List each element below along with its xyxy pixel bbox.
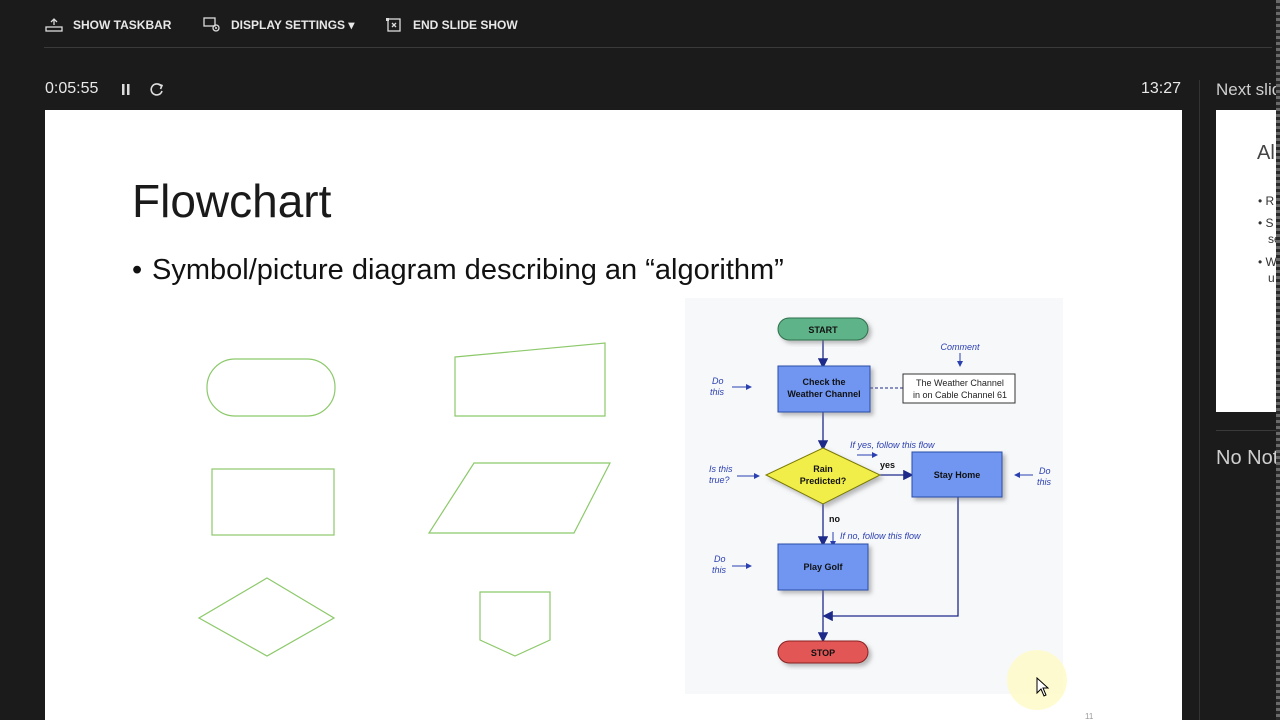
end-show-icon xyxy=(385,17,403,33)
pause-button[interactable] xyxy=(116,80,136,100)
restart-icon xyxy=(150,83,164,96)
anno-do-this-2a: Do xyxy=(1039,466,1051,476)
manual-input-symbol xyxy=(454,342,606,417)
offpage-connector-symbol xyxy=(479,591,551,657)
next-bullet-2-sub: se xyxy=(1268,232,1276,246)
elapsed-timer: 0:05:55 xyxy=(45,80,99,97)
flow-if-no: If no, follow this flow xyxy=(840,531,921,541)
flow-decision-line1: Rain xyxy=(813,464,833,474)
flow-check-weather xyxy=(777,365,871,413)
anno-is-true-a: Is this xyxy=(709,464,733,474)
slide-bullet: • Symbol/picture diagram describing an “a… xyxy=(132,254,784,287)
next-slide-thumbnail[interactable]: Al • R • S se • W u xyxy=(1216,110,1276,412)
mouse-pointer-icon xyxy=(1036,677,1050,697)
end-slide-show-label: END SLIDE SHOW xyxy=(413,18,518,32)
terminal-symbol xyxy=(206,358,336,417)
display-settings-label: DISPLAY SETTINGS ▾ xyxy=(231,18,355,32)
flow-stay-home xyxy=(911,451,1003,498)
flow-comment-box xyxy=(902,373,1016,404)
show-taskbar-button[interactable]: SHOW TASKBAR xyxy=(45,14,171,36)
flow-play-golf-label: Play Golf xyxy=(803,562,843,572)
clock: 13:27 xyxy=(1141,80,1182,97)
flow-comment-line1: The Weather Channel xyxy=(916,378,1004,388)
flow-decision-line2: Predicted? xyxy=(800,476,847,486)
anno-do-this-1b: this xyxy=(710,387,725,397)
flowchart-symbols xyxy=(197,342,611,657)
flow-comment-label: Comment xyxy=(940,342,980,352)
anno-do-this-3a: Do xyxy=(714,554,726,564)
next-slide-title: Al xyxy=(1257,142,1275,164)
flow-decision xyxy=(764,447,882,505)
speaker-notes[interactable]: No Notes xyxy=(1216,447,1280,469)
slide-title: Flowchart xyxy=(132,175,332,227)
decision-symbol xyxy=(197,577,336,657)
flow-yes-label: yes xyxy=(880,460,895,470)
window-edge xyxy=(1276,0,1280,720)
flow-check-line2: Weather Channel xyxy=(787,389,860,399)
next-bullet-1: • R xyxy=(1258,194,1275,208)
notes-divider xyxy=(1216,430,1276,431)
taskbar-icon xyxy=(45,17,63,33)
pause-icon xyxy=(122,84,130,95)
show-taskbar-label: SHOW TASKBAR xyxy=(73,18,172,32)
flow-stay-home-label: Stay Home xyxy=(934,470,981,480)
slide-number: 11 xyxy=(1085,712,1094,720)
toolbar-divider xyxy=(44,47,1272,48)
flow-no-label: no xyxy=(829,514,840,524)
flow-stop xyxy=(777,640,869,664)
bullet-text: Symbol/picture diagram describing an “al… xyxy=(152,254,784,286)
flow-start xyxy=(777,317,869,341)
display-settings-button[interactable]: DISPLAY SETTINGS ▾ xyxy=(203,14,354,36)
display-settings-icon xyxy=(203,17,221,33)
pane-divider[interactable] xyxy=(1199,80,1200,720)
restart-timer-button[interactable] xyxy=(147,80,167,100)
next-bullet-3: • W xyxy=(1258,255,1276,269)
example-flowchart: START Check the Weather Channel Comment … xyxy=(685,298,1063,694)
bullet-marker: • xyxy=(132,254,143,286)
flow-comment-line2: in on Cable Channel 61 xyxy=(913,390,1007,400)
presenter-toolbar: SHOW TASKBAR DISPLAY SETTINGS ▾ END SLID… xyxy=(0,0,1272,48)
current-slide[interactable]: Flowchart • Symbol/picture diagram descri… xyxy=(45,110,1182,720)
flow-check-line1: Check the xyxy=(802,377,845,387)
next-slide-label: Next slide xyxy=(1216,80,1280,99)
process-symbol xyxy=(211,468,335,536)
next-bullet-3-sub: u xyxy=(1268,271,1275,285)
flow-play-golf xyxy=(777,543,869,591)
anno-do-this-1a: Do xyxy=(712,376,724,386)
data-symbol xyxy=(427,462,611,534)
flow-start-label: START xyxy=(808,325,838,335)
anno-do-this-2b: this xyxy=(1037,477,1052,487)
anno-do-this-3b: this xyxy=(712,565,727,575)
end-slide-show-button[interactable]: END SLIDE SHOW xyxy=(385,14,518,36)
flow-stop-label: STOP xyxy=(811,648,835,658)
anno-is-true-b: true? xyxy=(709,475,730,485)
flow-if-yes: If yes, follow this flow xyxy=(850,440,935,450)
next-bullet-2: • S xyxy=(1258,216,1274,230)
